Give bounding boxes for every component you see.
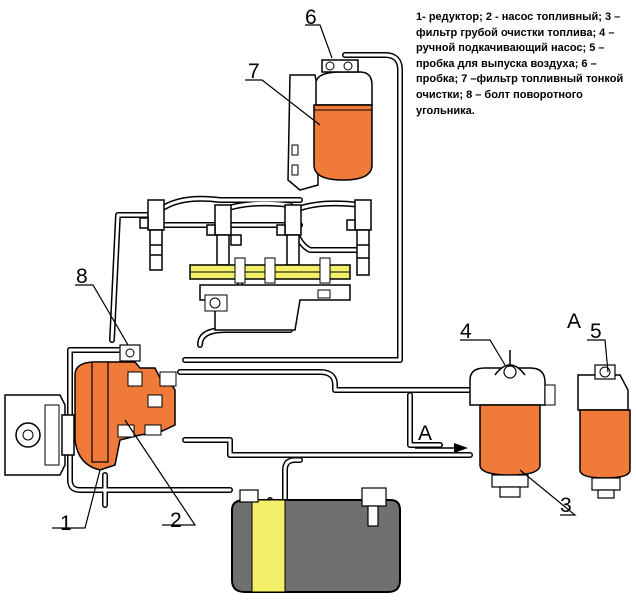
label-4: 4	[460, 320, 472, 343]
coarse-filter-bowl	[479, 404, 541, 476]
fine-filter-canister	[313, 104, 373, 181]
label-view-a: A	[567, 310, 581, 333]
label-3: 3	[560, 494, 572, 517]
label-1: 1	[60, 512, 72, 535]
leader-lines	[52, 24, 609, 529]
label-6: 6	[305, 6, 317, 29]
view-arrow	[415, 443, 468, 453]
fuel-pump	[74, 344, 177, 471]
coarse-fuel-filter	[469, 350, 556, 498]
injectors	[139, 199, 372, 276]
drain-rail	[189, 257, 351, 284]
mount-bracket	[199, 284, 351, 331]
legend-text: 1- редуктор; 2 - насос топливный; 3 – фи…	[416, 11, 624, 117]
fuel-tank	[231, 487, 401, 593]
label-2: 2	[170, 509, 182, 532]
reducer	[4, 394, 75, 476]
filter-view-a	[577, 364, 631, 499]
label-8: 8	[76, 265, 88, 288]
part-labels: 1 2 3 4 5 6 7 8 A A	[60, 6, 602, 535]
injector-4	[346, 199, 372, 276]
injector-3	[276, 204, 302, 266]
label-5: 5	[590, 320, 602, 343]
label-7: 7	[248, 60, 260, 83]
label-arrow-a: A	[418, 422, 432, 445]
injector-2	[206, 204, 242, 266]
injector-1	[139, 199, 165, 271]
fine-fuel-filter	[287, 59, 373, 191]
